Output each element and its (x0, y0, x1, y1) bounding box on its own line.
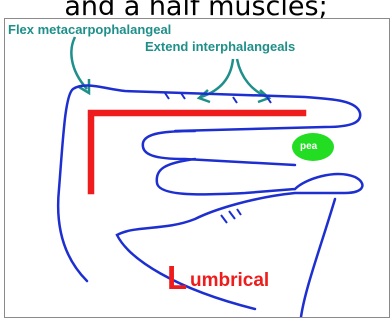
extend-interphalangeals-label: Extend interphalangeals (145, 39, 295, 54)
lumbrical-muscle-line (91, 113, 303, 191)
pea-label: pea (300, 141, 317, 152)
lumbrical-title-rest: umbrical (190, 270, 269, 292)
flex-arrow (71, 37, 87, 89)
lumbrical-diagram: Flex metacarpophalangeal Extend interpha… (4, 18, 390, 318)
flex-metacarpophalangeal-label: Flex metacarpophalangeal (8, 22, 171, 37)
lumbrical-title-initial: L (167, 261, 187, 295)
